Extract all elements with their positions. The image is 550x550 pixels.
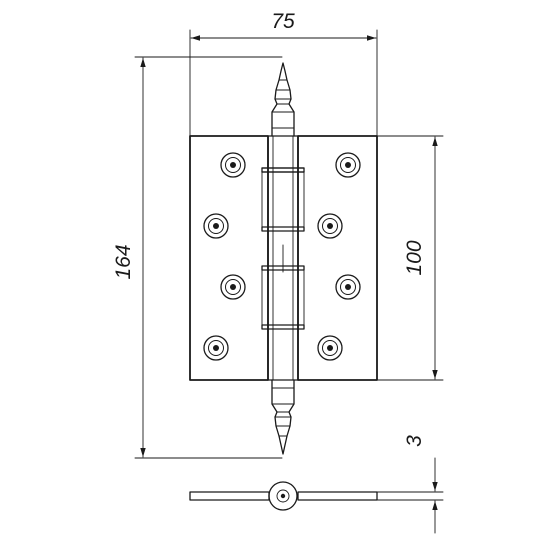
dimension-height-label: 164	[112, 244, 135, 279]
hinge-knuckle	[261, 135, 305, 381]
dimension-thickness: 3	[376, 435, 444, 534]
screw-hole	[335, 274, 361, 300]
dimension-thickness-label: 3	[403, 435, 426, 447]
dimension-width: 75	[189, 10, 378, 138]
dimension-plate-height-label: 100	[403, 240, 426, 275]
hinge-side-view	[189, 481, 378, 511]
screw-hole	[335, 152, 361, 178]
screw-hole	[203, 335, 229, 361]
hinge-leaf-left	[189, 135, 269, 381]
dimension-plate-height: 100	[376, 135, 444, 381]
screw-hole	[317, 335, 343, 361]
knuckle-segments	[261, 167, 305, 330]
dimension-height: 164	[112, 56, 283, 459]
hinge-leaf-right	[297, 135, 378, 381]
screw-hole	[220, 152, 246, 178]
screw-hole	[317, 213, 343, 239]
dimension-width-label: 75	[271, 10, 295, 33]
screw-holes	[203, 152, 361, 361]
finial-top	[271, 62, 295, 137]
finial-bottom	[271, 379, 295, 455]
screw-hole	[203, 213, 229, 239]
screw-hole	[220, 274, 246, 300]
